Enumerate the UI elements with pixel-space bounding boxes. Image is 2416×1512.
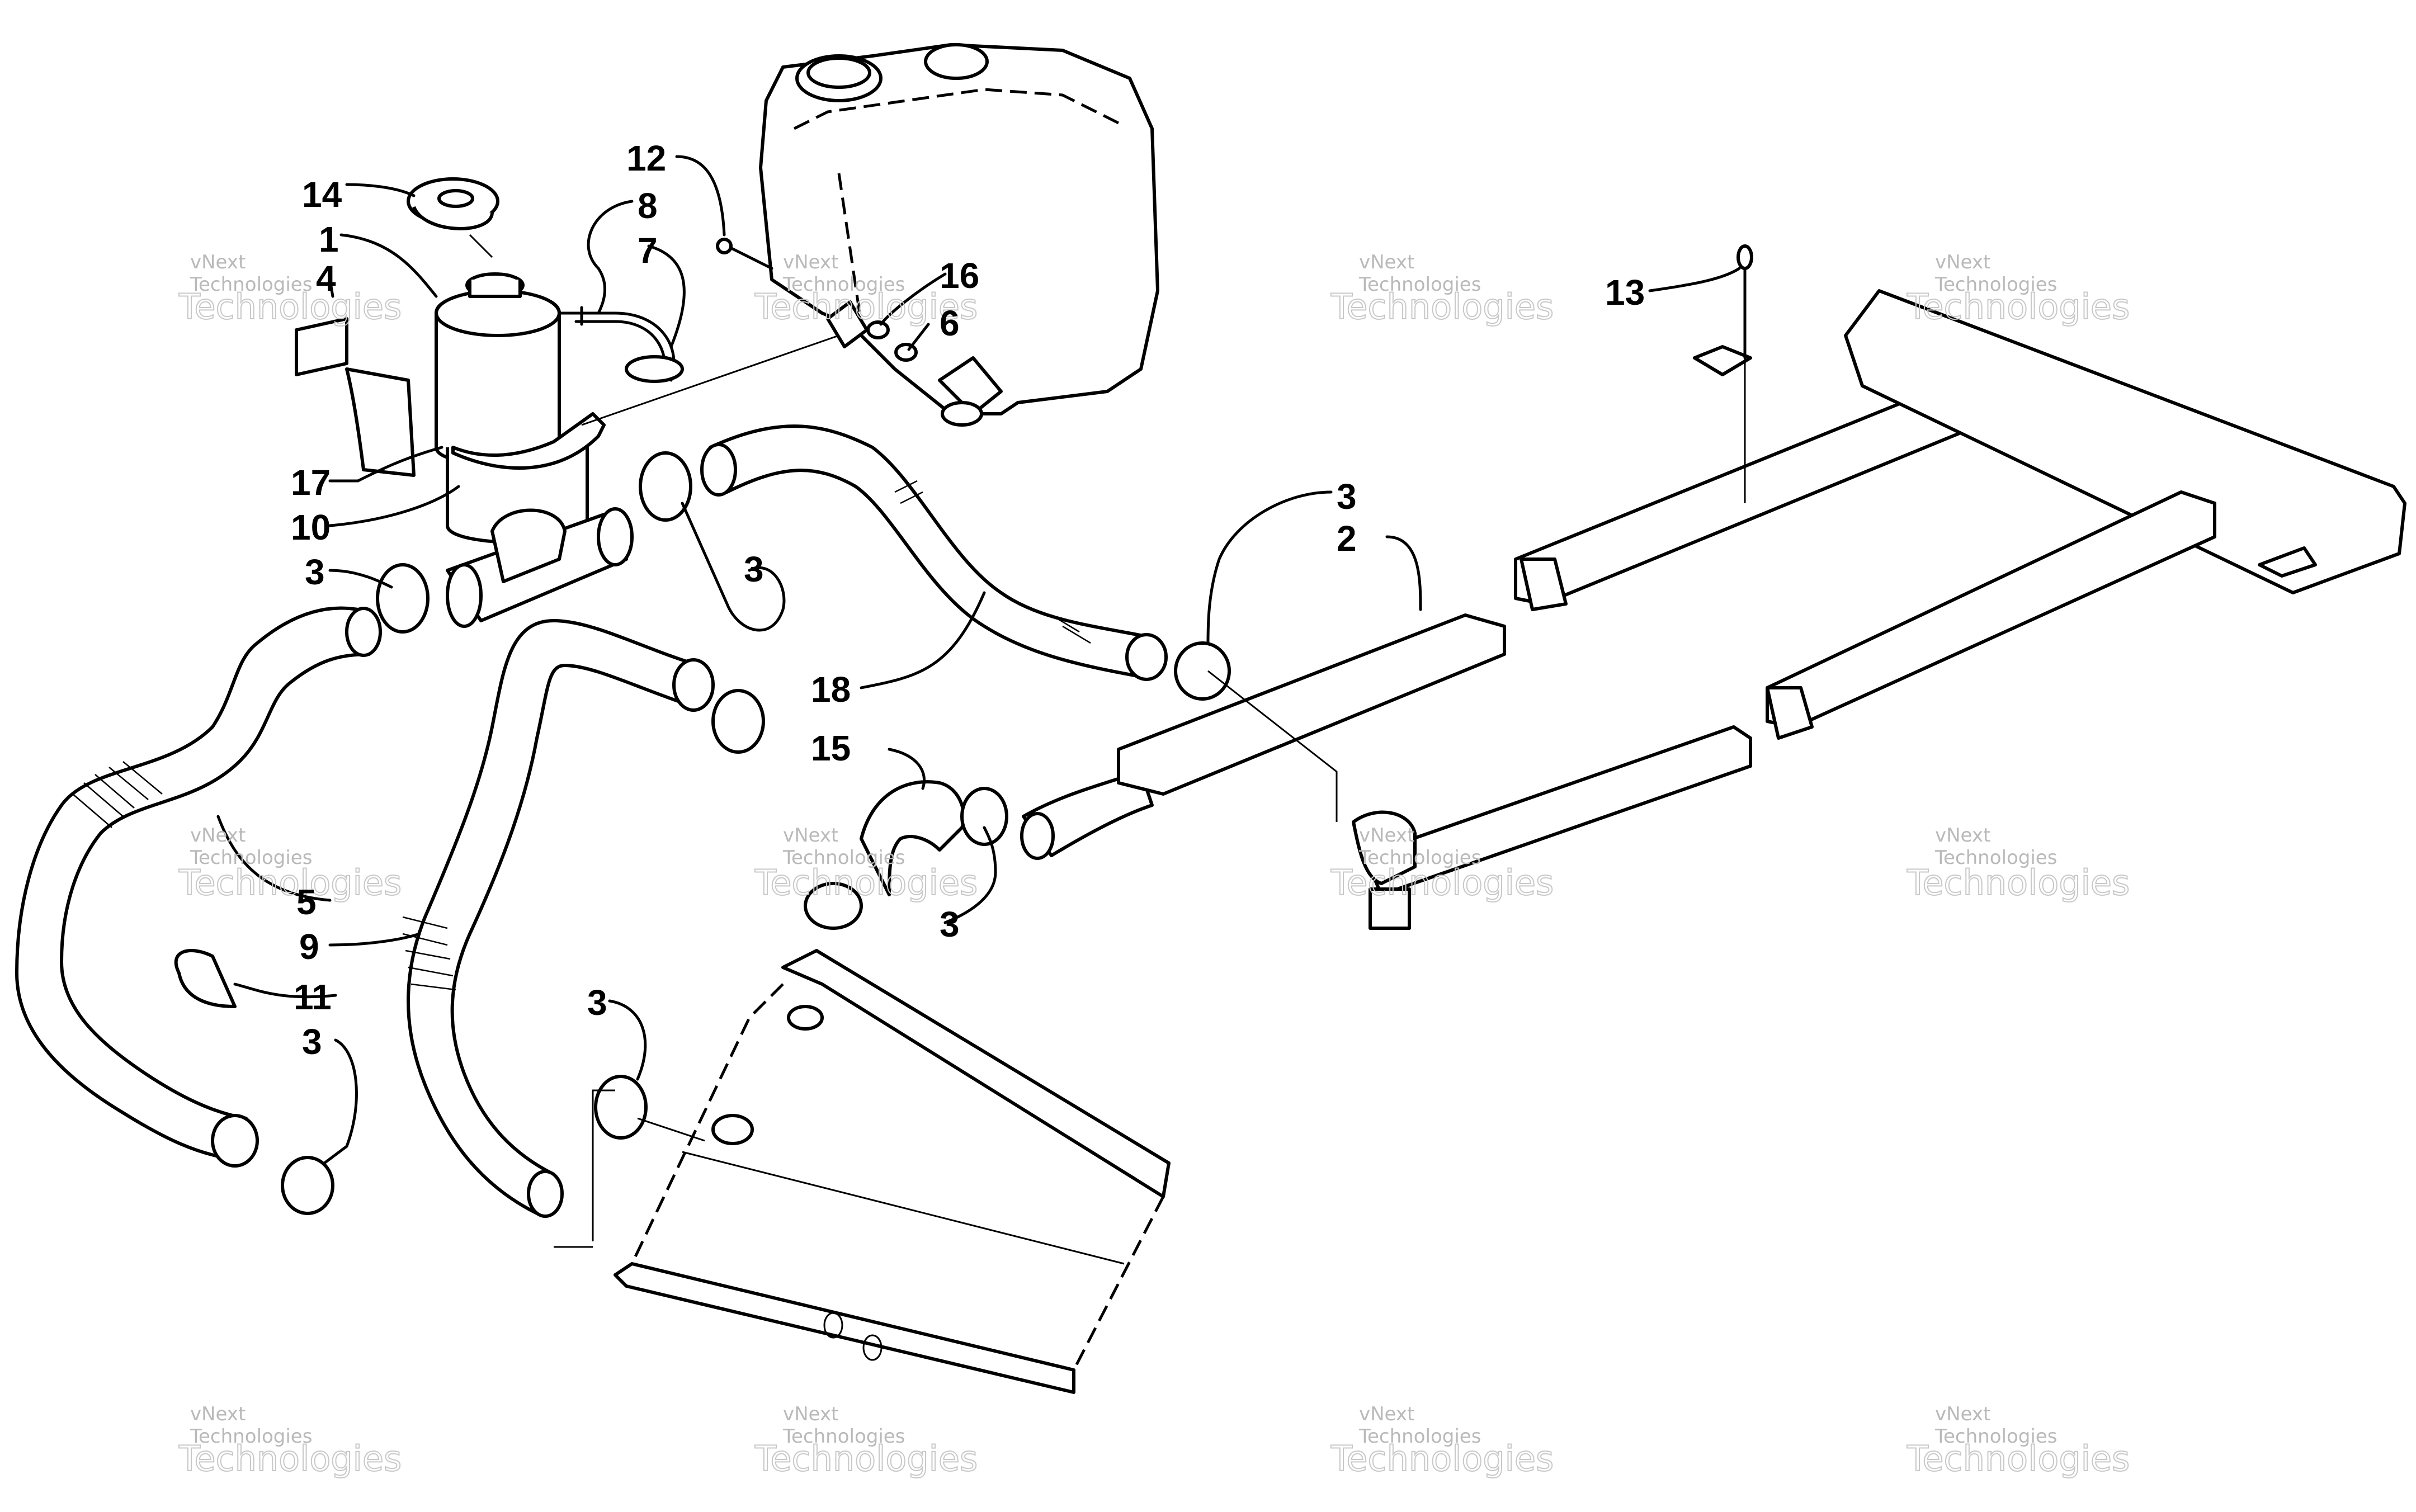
callout-4: 4 — [316, 258, 336, 299]
callout-3f: 3 — [587, 982, 607, 1023]
watermark-text: Technologies — [754, 286, 978, 327]
watermark-text: Technologies — [190, 273, 312, 296]
watermark-text: Technologies — [754, 1438, 978, 1479]
hose-15 — [860, 770, 1154, 896]
callout-5: 5 — [296, 882, 317, 922]
watermark-text: vNext — [783, 251, 838, 273]
callout-16: 16 — [940, 256, 979, 296]
watermark-text: vNext — [1935, 251, 1990, 273]
expansion-tank — [407, 177, 684, 544]
watermark-text: Technologies — [190, 1425, 312, 1448]
heat-exchanger-rails — [1117, 244, 2406, 930]
watermark-text: Technologies — [1330, 862, 1554, 903]
callout-10: 10 — [291, 507, 331, 547]
hose-9 — [402, 619, 715, 1218]
watermark-text: vNext — [1359, 1403, 1414, 1425]
watermark-layer: vNext Technologies Technologies vNext Te… — [178, 251, 2130, 1480]
callout-3a: 3 — [305, 552, 325, 592]
callout-15: 15 — [811, 728, 851, 768]
watermark-text: vNext — [190, 1403, 246, 1425]
watermark-text: Technologies — [754, 862, 978, 903]
watermark-text: vNext — [1935, 1403, 1990, 1425]
hose-18 — [700, 424, 1168, 681]
callout-17: 17 — [291, 462, 331, 503]
watermark-text: Technologies — [1934, 1425, 2057, 1448]
callout-7: 7 — [638, 230, 658, 271]
watermark-text: Technologies — [782, 847, 905, 869]
watermark-text: Technologies — [1358, 273, 1481, 296]
callout-8: 8 — [638, 186, 658, 226]
watermark-text: Technologies — [178, 862, 402, 903]
watermark-text: Technologies — [1934, 273, 2057, 296]
callout-9: 9 — [299, 927, 319, 967]
watermark-text: Technologies — [190, 847, 312, 869]
watermark-text: Technologies — [178, 1438, 402, 1479]
watermark-text: Technologies — [782, 273, 905, 296]
callout-6: 6 — [940, 303, 960, 343]
watermark-text: Technologies — [782, 1425, 905, 1448]
callout-11: 11 — [294, 977, 332, 1017]
watermark-text: vNext — [1935, 824, 1990, 847]
watermark-text: vNext — [783, 1403, 838, 1425]
callout-18: 18 — [811, 669, 851, 710]
watermark-text: vNext — [1359, 251, 1414, 273]
watermark-text: Technologies — [1330, 286, 1554, 327]
callout-1: 1 — [319, 219, 339, 259]
watermark-text: vNext — [1359, 824, 1414, 847]
callout-3c: 3 — [1337, 476, 1357, 517]
watermark-text: Technologies — [1358, 847, 1481, 869]
callout-2: 2 — [1337, 518, 1357, 559]
hose-clamps — [174, 451, 1231, 1215]
assembly-lines — [554, 334, 1746, 1248]
watermark-text: Technologies — [1934, 847, 2057, 869]
decal-labels — [295, 317, 416, 477]
callout-3d: 3 — [940, 904, 960, 944]
watermark-text: vNext — [190, 251, 246, 273]
watermark-text: vNext — [190, 824, 246, 847]
callout-3b: 3 — [744, 549, 764, 589]
callout-12: 12 — [626, 138, 666, 178]
callout-14: 14 — [302, 174, 342, 215]
watermark-text: Technologies — [1907, 862, 2130, 903]
watermark-text: Technologies — [1907, 1438, 2130, 1479]
heat-exchanger-lower — [614, 949, 1171, 1394]
callout-labels: 14 1 4 8 7 12 16 6 13 17 10 3 3 3 2 18 1… — [291, 138, 1645, 1062]
watermark-text: Technologies — [1330, 1438, 1554, 1479]
tee-fitting — [446, 507, 634, 628]
hose-5 — [15, 606, 382, 1168]
callout-3e: 3 — [302, 1022, 322, 1062]
watermark-text: vNext — [783, 824, 838, 847]
watermark-text: Technologies — [1907, 286, 2130, 327]
coolant-reservoir-tank — [759, 43, 1159, 427]
callout-13: 13 — [1605, 272, 1645, 313]
leader-lines — [216, 155, 1741, 1165]
watermark-text: Technologies — [178, 286, 402, 327]
watermark-text: Technologies — [1358, 1425, 1481, 1448]
